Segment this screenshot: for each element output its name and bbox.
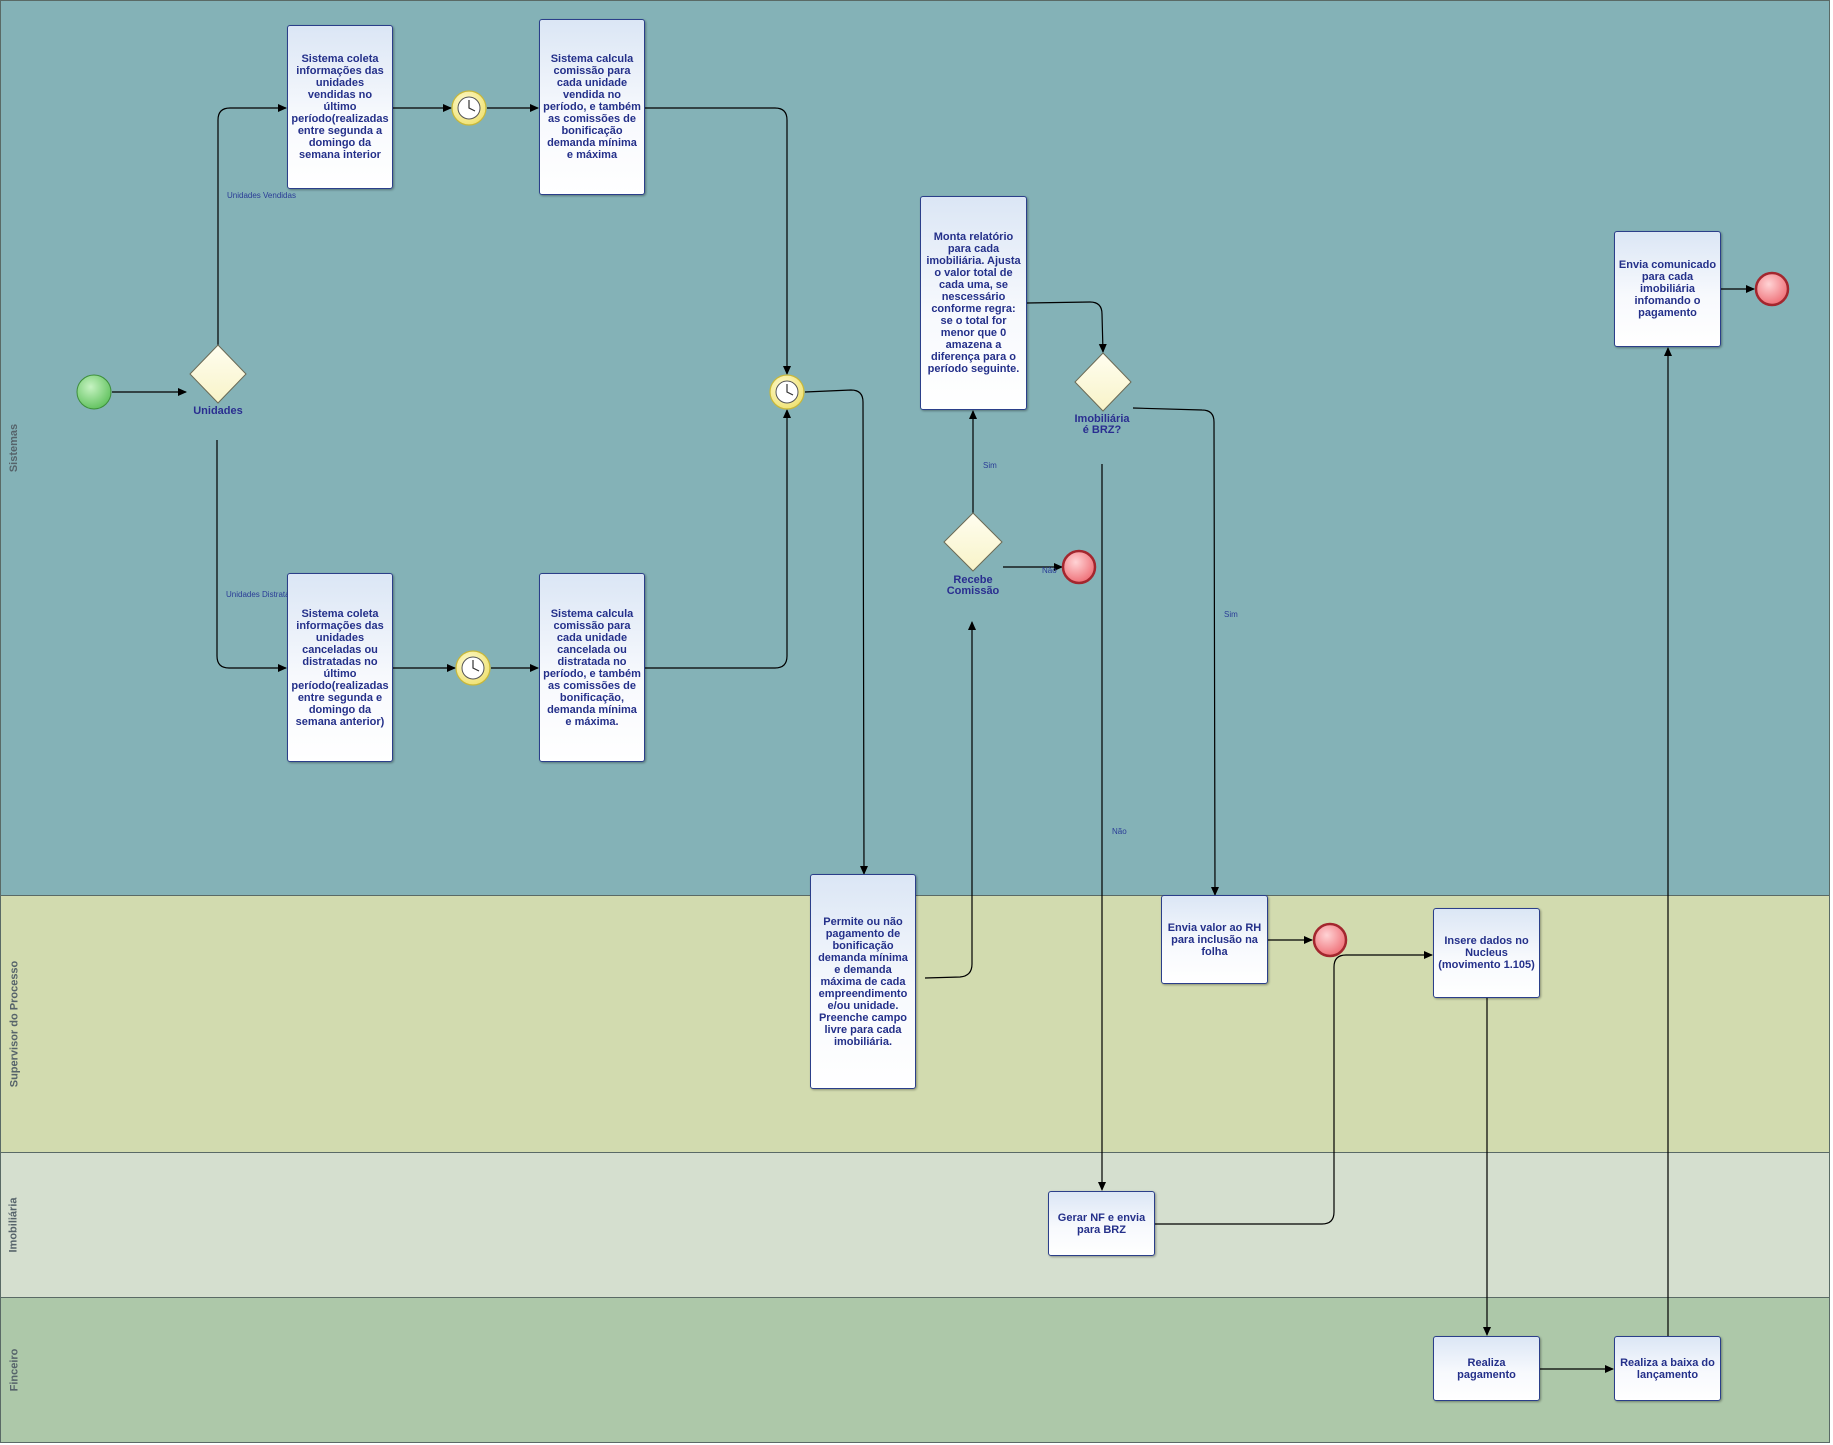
- end-event-icon: [1754, 271, 1790, 307]
- flow-brz-sim-to-rh: [1132, 407, 1219, 896]
- gateway-icon: [1074, 352, 1132, 412]
- task-envia-rh[interactable]: Envia valor ao RH para inclusão na folha: [1161, 895, 1268, 984]
- task-realiza-baixa[interactable]: Realiza a baixa do lançamento: [1614, 1336, 1721, 1401]
- task-calcula-canceladas[interactable]: Sistema calcula comissão para cada unida…: [539, 573, 645, 762]
- task-realiza-pagamento[interactable]: Realiza pagamento: [1433, 1336, 1540, 1401]
- flow-calcula-vendidas-to-timer: [645, 107, 791, 375]
- start-event-icon: [76, 374, 112, 410]
- gateway-icon: [943, 512, 1003, 572]
- task-insere-nucleus[interactable]: Insere dados no Nucleus (movimento 1.105…: [1433, 908, 1540, 998]
- gateway-label-recebe-comissao: Recebe Comissão: [946, 574, 1000, 597]
- task-coleta-canceladas[interactable]: Sistema coleta informações das unidades …: [287, 573, 393, 762]
- edge-label-unidades-vendidas: Unidades Vendidas: [227, 191, 296, 200]
- end-event-icon: [1061, 549, 1097, 585]
- task-permite-pagamento[interactable]: Permite ou não pagamento de bonificação …: [810, 874, 916, 1089]
- edge-label-nao-brz: Não: [1112, 827, 1127, 836]
- timer-icon: [451, 90, 487, 126]
- gateway-icon: [189, 344, 247, 404]
- flow-monta-to-brz: [1026, 301, 1107, 353]
- flow-calcula-canceladas-to-timer: [645, 409, 791, 669]
- task-envia-comunicado[interactable]: Envia comunicado para cada imobiliária i…: [1614, 231, 1721, 347]
- edge-label-nao-recebe: Não: [1042, 566, 1057, 575]
- flow-unidades-to-coleta-canceladas: [216, 440, 287, 672]
- flow-timer-to-permite: [804, 389, 868, 875]
- gateway-label-imobiliaria-brz: Imobiliária é BRZ?: [1074, 413, 1130, 436]
- timer-icon: [455, 650, 491, 686]
- edge-label-sim-recebe: Sim: [983, 461, 997, 470]
- gateway-label-unidades: Unidades: [193, 405, 243, 417]
- end-event-icon: [1312, 922, 1348, 958]
- flow-nf-to-nucleus: [1155, 951, 1433, 1225]
- edge-label-unidades-distratado: Unidades Distratado: [226, 590, 299, 599]
- flow-permite-to-recebe: [924, 621, 976, 979]
- timer-icon: [769, 374, 805, 410]
- task-calcula-vendidas[interactable]: Sistema calcula comissão para cada unida…: [539, 19, 645, 195]
- task-coleta-vendidas[interactable]: Sistema coleta informações das unidades …: [287, 25, 393, 189]
- flow-unidades-to-coleta-vendidas: [217, 104, 287, 345]
- task-gerar-nf[interactable]: Gerar NF e envia para BRZ: [1048, 1191, 1155, 1256]
- task-monta-relatorio[interactable]: Monta relatório para cada imobiliária. A…: [920, 196, 1027, 410]
- edge-label-sim-brz: Sim: [1224, 610, 1238, 619]
